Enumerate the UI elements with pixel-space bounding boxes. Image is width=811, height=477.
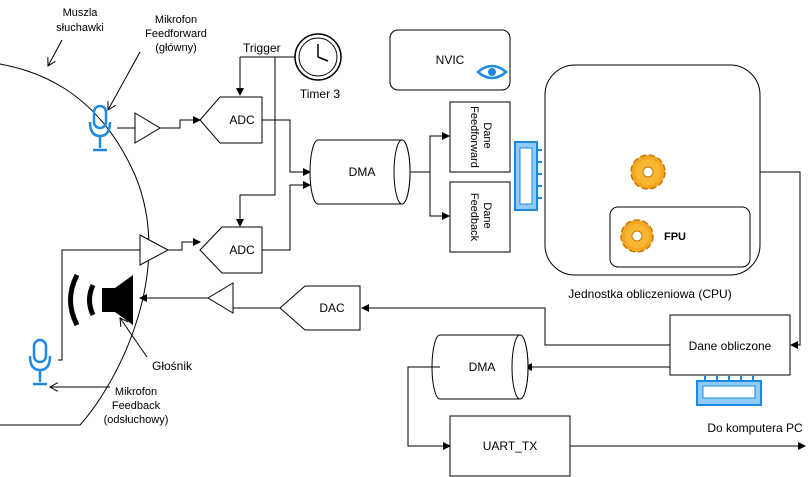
dac-label: DAC (319, 301, 345, 315)
eye-icon (476, 64, 508, 80)
headphone-shell (0, 63, 150, 426)
timer-label: Timer 3 (300, 87, 341, 101)
to-pc-label: Do komputera PC (707, 421, 803, 435)
dma-top-label: DMA (349, 165, 376, 179)
gear-icon (620, 219, 654, 253)
wire-amp2-adc2 (168, 238, 201, 251)
wire-adc2-dma (262, 181, 311, 251)
mic-fb-label: Mikrofon Feedback (odsłuchowy) (104, 386, 169, 426)
shell-label: Muszla słuchawki (56, 7, 104, 34)
computed-label: Dane obliczone (689, 339, 772, 353)
wire-dma-ff (410, 132, 450, 173)
computed-box (669, 314, 791, 376)
svg-text:Muszla: Muszla (63, 7, 99, 19)
fpu-label: FPU (664, 231, 686, 243)
cpu-label: Jednostka obliczeniowa (CPU) (568, 287, 731, 301)
speaker-label: Głośnik (152, 359, 193, 373)
wire-adc1-dma (262, 119, 311, 176)
clock-icon (294, 33, 342, 81)
dma-bottom-label: DMA (469, 360, 496, 374)
wire-mic-fb-amp2 (58, 249, 140, 361)
amplifier-out (207, 282, 234, 314)
wire-dma-uart (407, 366, 451, 450)
gear-icon (630, 154, 666, 190)
shell-pointer (48, 39, 63, 66)
speaker-icon (68, 273, 133, 327)
wire-dma-fb (410, 171, 450, 220)
uart-box (449, 415, 571, 477)
svg-text:Feedforward: Feedforward (145, 28, 207, 40)
mic-ff-label: Mikrofon Feedforward (główny) (145, 14, 207, 54)
microphone-icon (28, 338, 52, 386)
data-ff-label: Dane Feedforward (468, 106, 493, 168)
svg-text:Mikrofon: Mikrofon (115, 386, 157, 398)
nvic-label: NVIC (436, 53, 465, 67)
svg-text:(główny): (główny) (155, 42, 197, 54)
svg-text:Mikrofon: Mikrofon (155, 14, 197, 26)
svg-text:słuchawki: słuchawki (56, 22, 104, 34)
uart-label: UART_TX (483, 439, 537, 453)
memory-chip-icon (514, 141, 542, 211)
amplifier-fb (139, 234, 170, 266)
wire-cpu-computed (760, 171, 801, 349)
dma-bottom (431, 334, 529, 400)
trigger-label: Trigger (243, 41, 281, 55)
dac (279, 285, 361, 331)
data-fb-box (449, 181, 511, 253)
wire-computed-dac (361, 304, 670, 346)
adc-top-label: ADC (229, 113, 255, 127)
microphone-icon (88, 104, 112, 152)
data-fb-label: Dane Feedback (468, 193, 493, 242)
adc-bottom-label: ADC (229, 243, 255, 257)
adc-bottom (199, 226, 263, 274)
speaker-pointer (120, 318, 148, 358)
svg-text:(odsłuchowy): (odsłuchowy) (104, 414, 169, 426)
svg-text:Feedback: Feedback (112, 400, 161, 412)
wire-dac-amp (232, 298, 280, 309)
mic-ff-pointer (108, 51, 141, 110)
memory-chip-icon (696, 376, 762, 406)
data-ff-box (449, 101, 511, 173)
wire-amp1-adc1 (160, 116, 201, 129)
amplifier-ff (134, 112, 161, 144)
trigger-to-adc2 (236, 57, 276, 227)
